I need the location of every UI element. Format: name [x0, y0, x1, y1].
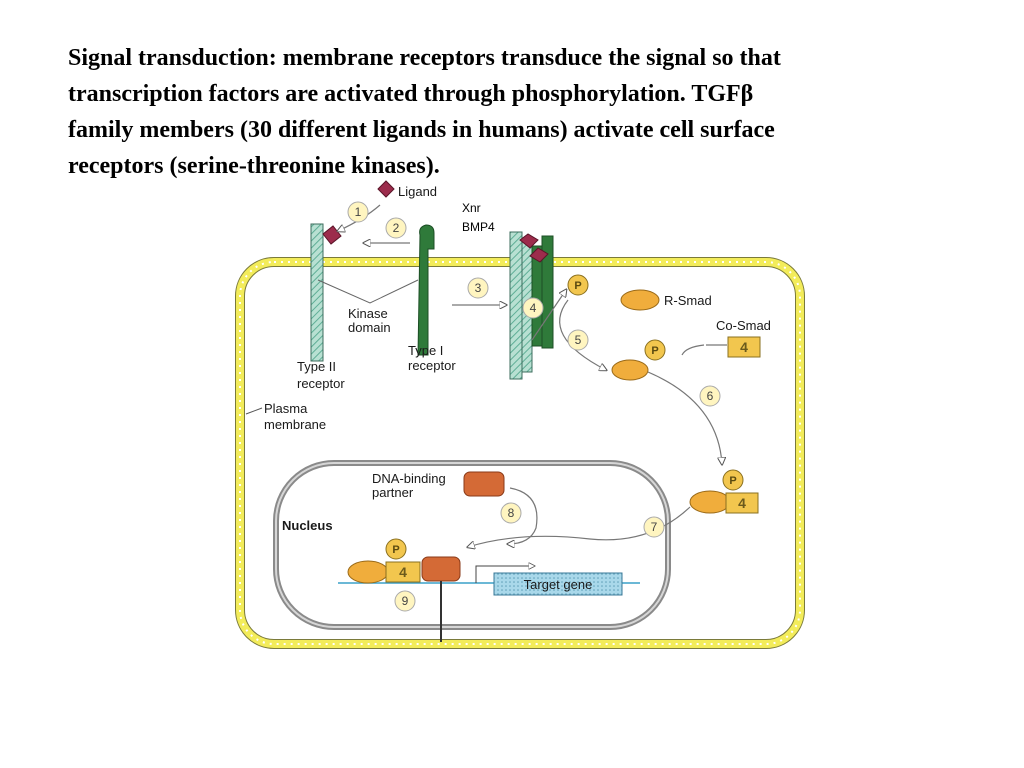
title-line-2: transcription factors are activated thro…: [68, 81, 754, 107]
svg-text:3: 3: [475, 281, 482, 295]
nucleus-label: Nucleus: [282, 518, 333, 533]
slide-title: Signal transduction: membrane receptors …: [68, 40, 968, 184]
step-9: 9: [394, 590, 416, 612]
dna-binding-partner-label-1: DNA-binding: [372, 471, 446, 486]
ligand-free: [377, 180, 395, 198]
target-gene-label: Target gene: [524, 577, 593, 592]
r-smad: [620, 289, 660, 311]
step-7: 7: [643, 516, 665, 538]
svg-text:1: 1: [355, 205, 362, 219]
r-smad-label: R-Smad: [664, 293, 712, 308]
type1-receptor-label-2: receptor: [408, 358, 456, 373]
svg-text:2: 2: [393, 221, 400, 235]
target-gene: Target gene: [493, 572, 623, 596]
kinase-domain-label-1: Kinase: [348, 306, 388, 321]
svg-text:4: 4: [399, 564, 407, 580]
phospho-r-smad: P: [611, 339, 666, 381]
nucleus-envelope: [273, 460, 671, 630]
svg-text:9: 9: [402, 594, 409, 608]
title-line-1: Signal transduction: membrane receptors …: [68, 45, 781, 71]
smad-complex-cytoplasm: P 4: [689, 469, 759, 514]
step-1: 1: [347, 201, 369, 223]
type2-receptor-label-1: Type II: [297, 359, 336, 374]
svg-text:7: 7: [651, 520, 658, 534]
type2-receptor-label-2: receptor: [297, 376, 345, 391]
svg-text:4: 4: [738, 495, 746, 511]
title-line-3: family members (30 different ligands in …: [68, 117, 775, 143]
transcription-complex: P 4: [347, 538, 461, 584]
step-8: 8: [500, 502, 522, 524]
step-2: 2: [385, 217, 407, 239]
dna-binding-partner: [463, 471, 505, 497]
co-smad: 4: [727, 336, 761, 358]
type2-receptor: [310, 223, 324, 362]
svg-text:6: 6: [707, 389, 714, 403]
ligand-label: Ligand: [398, 184, 437, 199]
co-smad-label: Co-Smad: [716, 318, 771, 333]
ligand-bound: [322, 225, 342, 245]
type1-receptor-label-1: Type I: [408, 343, 443, 358]
type1-receptor: [417, 224, 435, 356]
svg-text:4: 4: [740, 339, 748, 355]
step-5: 5: [567, 329, 589, 351]
svg-text:5: 5: [575, 333, 582, 347]
phosphate-receptor: P: [567, 274, 589, 296]
title-line-4: receptors (serine-threonine kinases).: [68, 153, 440, 179]
svg-text:P: P: [651, 345, 658, 357]
svg-text:P: P: [574, 280, 581, 292]
plasma-membrane-label-1: Plasma: [264, 401, 308, 416]
step-6: 6: [699, 385, 721, 407]
plasma-membrane-label-2: membrane: [264, 417, 326, 432]
kinase-domain-label-2: domain: [348, 320, 391, 335]
xnr-label: Xnr: [462, 201, 481, 215]
step-3: 3: [467, 277, 489, 299]
bmp4-label: BMP4: [462, 220, 495, 234]
step-4: 4: [522, 297, 544, 319]
svg-text:P: P: [729, 475, 736, 487]
svg-text:4: 4: [530, 301, 537, 315]
svg-text:P: P: [392, 544, 399, 556]
dna-binding-partner-label-2: partner: [372, 485, 414, 500]
svg-text:8: 8: [508, 506, 515, 520]
